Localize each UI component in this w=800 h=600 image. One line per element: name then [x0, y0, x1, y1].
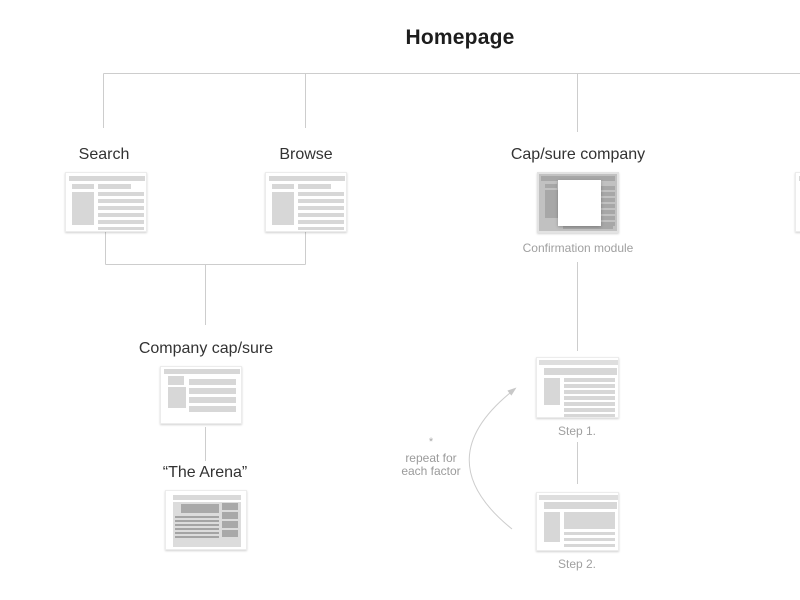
- wireframe-text-line: [98, 213, 144, 217]
- wireframe-sidebar-block: [168, 387, 186, 408]
- wireframe-side-block: [222, 503, 238, 510]
- wireframe-list-item: [601, 204, 615, 208]
- wireframe-side-block: [222, 512, 238, 519]
- wireframe-list-item: [601, 198, 615, 202]
- wireframe-text-line: [298, 206, 344, 210]
- wireframe-list-item: [601, 210, 615, 214]
- caption-step2: Step 2.: [557, 557, 597, 571]
- wireframe-list-item: [601, 192, 615, 196]
- wireframe-block: [98, 184, 131, 189]
- wireframe-list-item: [601, 222, 615, 226]
- repeat-note: repeat for each factor: [401, 452, 460, 478]
- wireframe-list-item: [601, 216, 615, 220]
- repeat-arrow-curve: [468, 388, 516, 530]
- node-label-capsure-company: Cap/sure company: [510, 146, 646, 163]
- wireframe-text-line: [175, 536, 219, 538]
- wireframe-content-block: [564, 512, 615, 529]
- wireframe-header-bar: [269, 176, 345, 181]
- wireframe-text-line: [175, 528, 219, 530]
- wireframe-text-line: [564, 384, 615, 388]
- wireframe-side-block: [222, 530, 238, 537]
- wireframe-text-line: [564, 408, 615, 412]
- wireframe-text-line: [298, 220, 344, 224]
- wireframe-text-line: [564, 538, 615, 541]
- wireframe-side-block: [222, 521, 238, 528]
- wireframe-text-line: [98, 192, 144, 196]
- node-label-search: Search: [78, 146, 130, 163]
- repeat-note-asterisk: *: [428, 436, 434, 448]
- wireframe-text-line: [175, 520, 219, 522]
- company-capsure-thumbnail: [160, 366, 242, 424]
- wireframe-block: [72, 184, 94, 189]
- wireframe-text-line: [98, 206, 144, 210]
- wireframe-text-line: [298, 213, 344, 217]
- wireframe-text-line: [564, 396, 615, 400]
- repeat-arrowhead: [507, 387, 517, 396]
- wireframe-sidebar-block: [272, 192, 294, 225]
- wireframe-text-line: [298, 192, 344, 196]
- wireframe-hero-bar: [181, 504, 219, 513]
- wireframe-text-line: [564, 402, 615, 406]
- wireframe-text-line: [189, 388, 236, 394]
- wireframe-text-line: [175, 516, 219, 518]
- offscreen-page-thumbnail: [795, 172, 800, 232]
- wireframe-header-bar: [539, 360, 618, 365]
- wireframe-block: [272, 184, 294, 189]
- wireframe-footer-bar: [563, 225, 613, 229]
- wireframe-title-bar: [544, 502, 617, 509]
- wireframe-header-bar: [173, 495, 241, 500]
- wireframe-text-line: [564, 414, 615, 417]
- wireframe-text-line: [189, 379, 236, 385]
- repeat-note-line1: repeat for: [405, 451, 457, 465]
- wireframe-text-line: [564, 378, 615, 382]
- wireframe-block: [168, 376, 184, 385]
- wireframe-text-line: [189, 397, 236, 403]
- wireframe-sidebar-block: [544, 378, 560, 405]
- caption-confirmation-module: Confirmation module: [522, 241, 634, 255]
- arena-page-thumbnail: [165, 490, 247, 550]
- step1-page-thumbnail: [536, 357, 619, 418]
- wireframe-text-line: [98, 199, 144, 203]
- node-label-company-capsure: Company cap/sure: [138, 340, 274, 357]
- wireframe-text-line: [564, 544, 615, 547]
- arena-content-panel: [173, 502, 241, 547]
- caption-step1: Step 1.: [557, 424, 597, 438]
- wireframe-text-line: [564, 532, 615, 535]
- wireframe-text-line: [175, 532, 219, 534]
- wireframe-text-line: [175, 524, 219, 526]
- page-title: Homepage: [405, 26, 515, 49]
- wireframe-header-bar: [69, 176, 145, 181]
- wireframe-text-line: [98, 227, 144, 230]
- wireframe-header-bar: [541, 176, 615, 181]
- wireframe-sidebar-block: [545, 190, 558, 218]
- node-label-arena: “The Arena”: [162, 464, 248, 481]
- wireframe-text-line: [298, 199, 344, 203]
- wireframe-sidebar-block: [544, 512, 560, 542]
- wireframe-text-line: [98, 220, 144, 224]
- node-label-browse: Browse: [279, 146, 333, 163]
- wireframe-text-line: [298, 227, 344, 230]
- repeat-note-line2: each factor: [401, 464, 461, 478]
- browse-page-thumbnail: [265, 172, 347, 232]
- wireframe-sidebar-block: [72, 192, 94, 225]
- wireframe-block: [298, 184, 331, 189]
- modal-dialog-box: [558, 180, 601, 226]
- step2-page-thumbnail: [536, 492, 619, 551]
- wireframe-text-line: [564, 390, 615, 394]
- wireframe-tab: [545, 184, 557, 188]
- wireframe-text-line: [189, 406, 236, 412]
- wireframe-header-bar: [539, 495, 618, 500]
- wireframe-title-bar: [544, 368, 617, 375]
- search-page-thumbnail: [65, 172, 147, 232]
- confirmation-module-thumbnail: [537, 172, 619, 233]
- wireframe-header-bar: [164, 369, 240, 374]
- wireframe-list-item: [601, 186, 615, 190]
